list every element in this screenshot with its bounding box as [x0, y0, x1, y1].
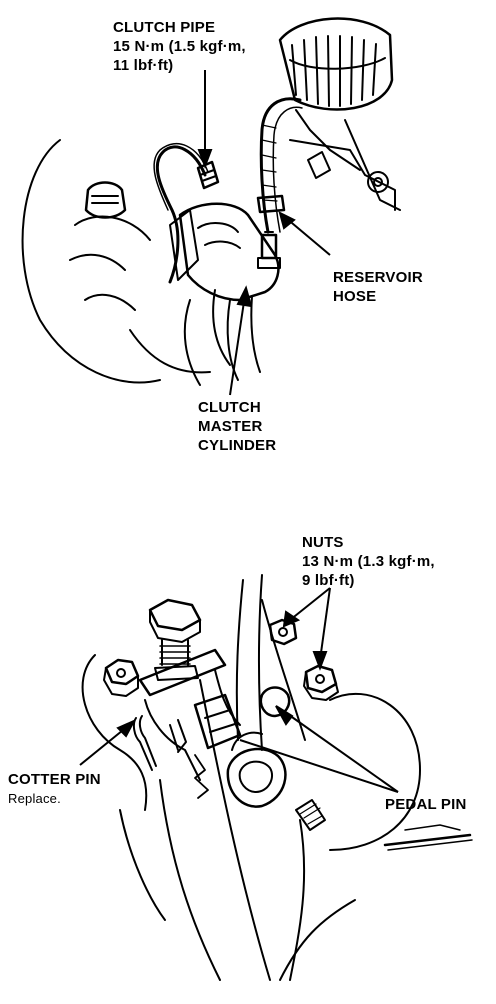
- nuts-label: NUTS 13 N·m (1.3 kgf·m, 9 lbf·ft): [302, 533, 435, 590]
- upper-right-nut: [268, 618, 298, 646]
- nuts-name: NUTS: [302, 534, 344, 551]
- clutch-pipe-torque-2: 11 lbf·ft): [113, 57, 174, 74]
- pedal-pin-diagram: NUTS 13 N·m (1.3 kgf·m, 9 lbf·ft) COTTER…: [0, 480, 496, 1004]
- clevis-yoke: [193, 693, 242, 750]
- clutch-pipe-torque-1: 15 N·m (1.5 kgf·m,: [113, 38, 246, 55]
- cmc-line-1: CLUTCH: [198, 399, 261, 416]
- large-hex-bolt: [148, 598, 202, 632]
- clutch-master-cylinder-illustration: [21, 17, 401, 396]
- clutch-master-cylinder-diagram: CLUTCH PIPE 15 N·m (1.5 kgf·m, 11 lbf·ft…: [0, 0, 496, 480]
- reservoir-hose-line-1: RESERVOIR: [333, 269, 423, 286]
- brake-booster-outline: [21, 139, 161, 384]
- cotter-pin-note: Replace.: [8, 791, 61, 806]
- reservoir-hose-label: RESERVOIR HOSE: [333, 268, 423, 306]
- booster-grommet: [84, 181, 127, 219]
- cmc-line-2: MASTER: [198, 418, 263, 435]
- bracket-plate: [138, 648, 227, 697]
- clutch-pipe: [155, 145, 207, 284]
- lower-right-nut: [304, 664, 338, 694]
- reservoir-tank: [278, 17, 394, 111]
- reservoir-hose-line-2: HOSE: [333, 288, 377, 305]
- left-nut: [104, 658, 140, 686]
- pedal-pin-name: PEDAL PIN: [385, 796, 467, 813]
- clutch-pipe-name: CLUTCH PIPE: [113, 19, 216, 36]
- clutch-master-cylinder-label: CLUTCH MASTER CYLINDER: [198, 398, 276, 455]
- nuts-torque-2: 9 lbf·ft): [302, 572, 355, 589]
- pivot-boss: [226, 747, 287, 808]
- nuts-torque-1: 13 N·m (1.3 kgf·m,: [302, 553, 435, 570]
- cmc-line-3: CYLINDER: [198, 437, 277, 454]
- cotter-pin-label: COTTER PIN Replace.: [8, 770, 101, 808]
- cotter-pin: [132, 717, 153, 771]
- cotter-pin-name: COTTER PIN: [8, 771, 101, 788]
- pedal-pin-label: PEDAL PIN: [385, 795, 467, 814]
- pedal-pin-illustration: [79, 574, 473, 981]
- pedal-pin-head: [259, 686, 291, 718]
- clutch-pipe-label: CLUTCH PIPE 15 N·m (1.5 kgf·m, 11 lbf·ft…: [113, 18, 246, 75]
- reservoir-hose: [259, 97, 302, 234]
- master-cylinder-body: [178, 202, 280, 302]
